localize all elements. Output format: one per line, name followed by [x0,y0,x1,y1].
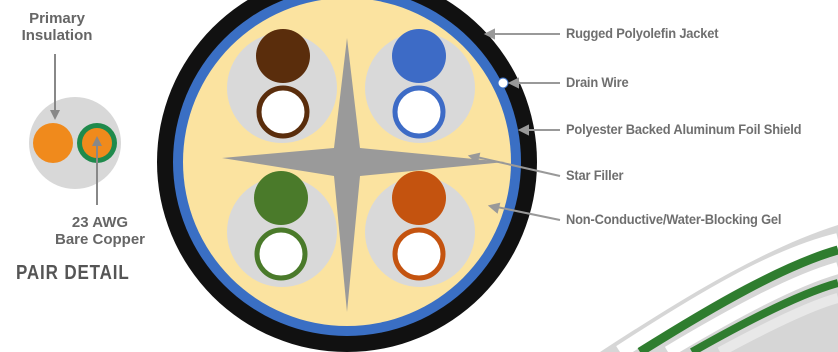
conductor-line-1: 23 AWG [40,214,160,231]
callout-star-filler: Star Filler [566,167,623,183]
callout-drain-wire: Drain Wire [566,74,628,90]
pair-detail-title: PAIR DETAIL [16,262,130,285]
conductor-line-2: Bare Copper [40,231,160,248]
drain-wire [498,78,508,88]
primary-insulation-label: Primary Insulation [14,10,100,44]
callout-foil-shield: Polyester Backed Aluminum Foil Shield [566,121,801,137]
conductor-label: 23 AWG Bare Copper [40,214,160,248]
detail-orange-conductor [33,123,73,163]
primary-insulation-line-2: Insulation [14,27,100,44]
callout-gel: Non-Conductive/Water-Blocking Gel [566,211,781,227]
primary-insulation-line-1: Primary [14,10,100,27]
callout-jacket: Rugged Polyolefin Jacket [566,25,718,41]
cable-illustration [600,225,838,352]
pair-detail-diagram [29,54,121,205]
